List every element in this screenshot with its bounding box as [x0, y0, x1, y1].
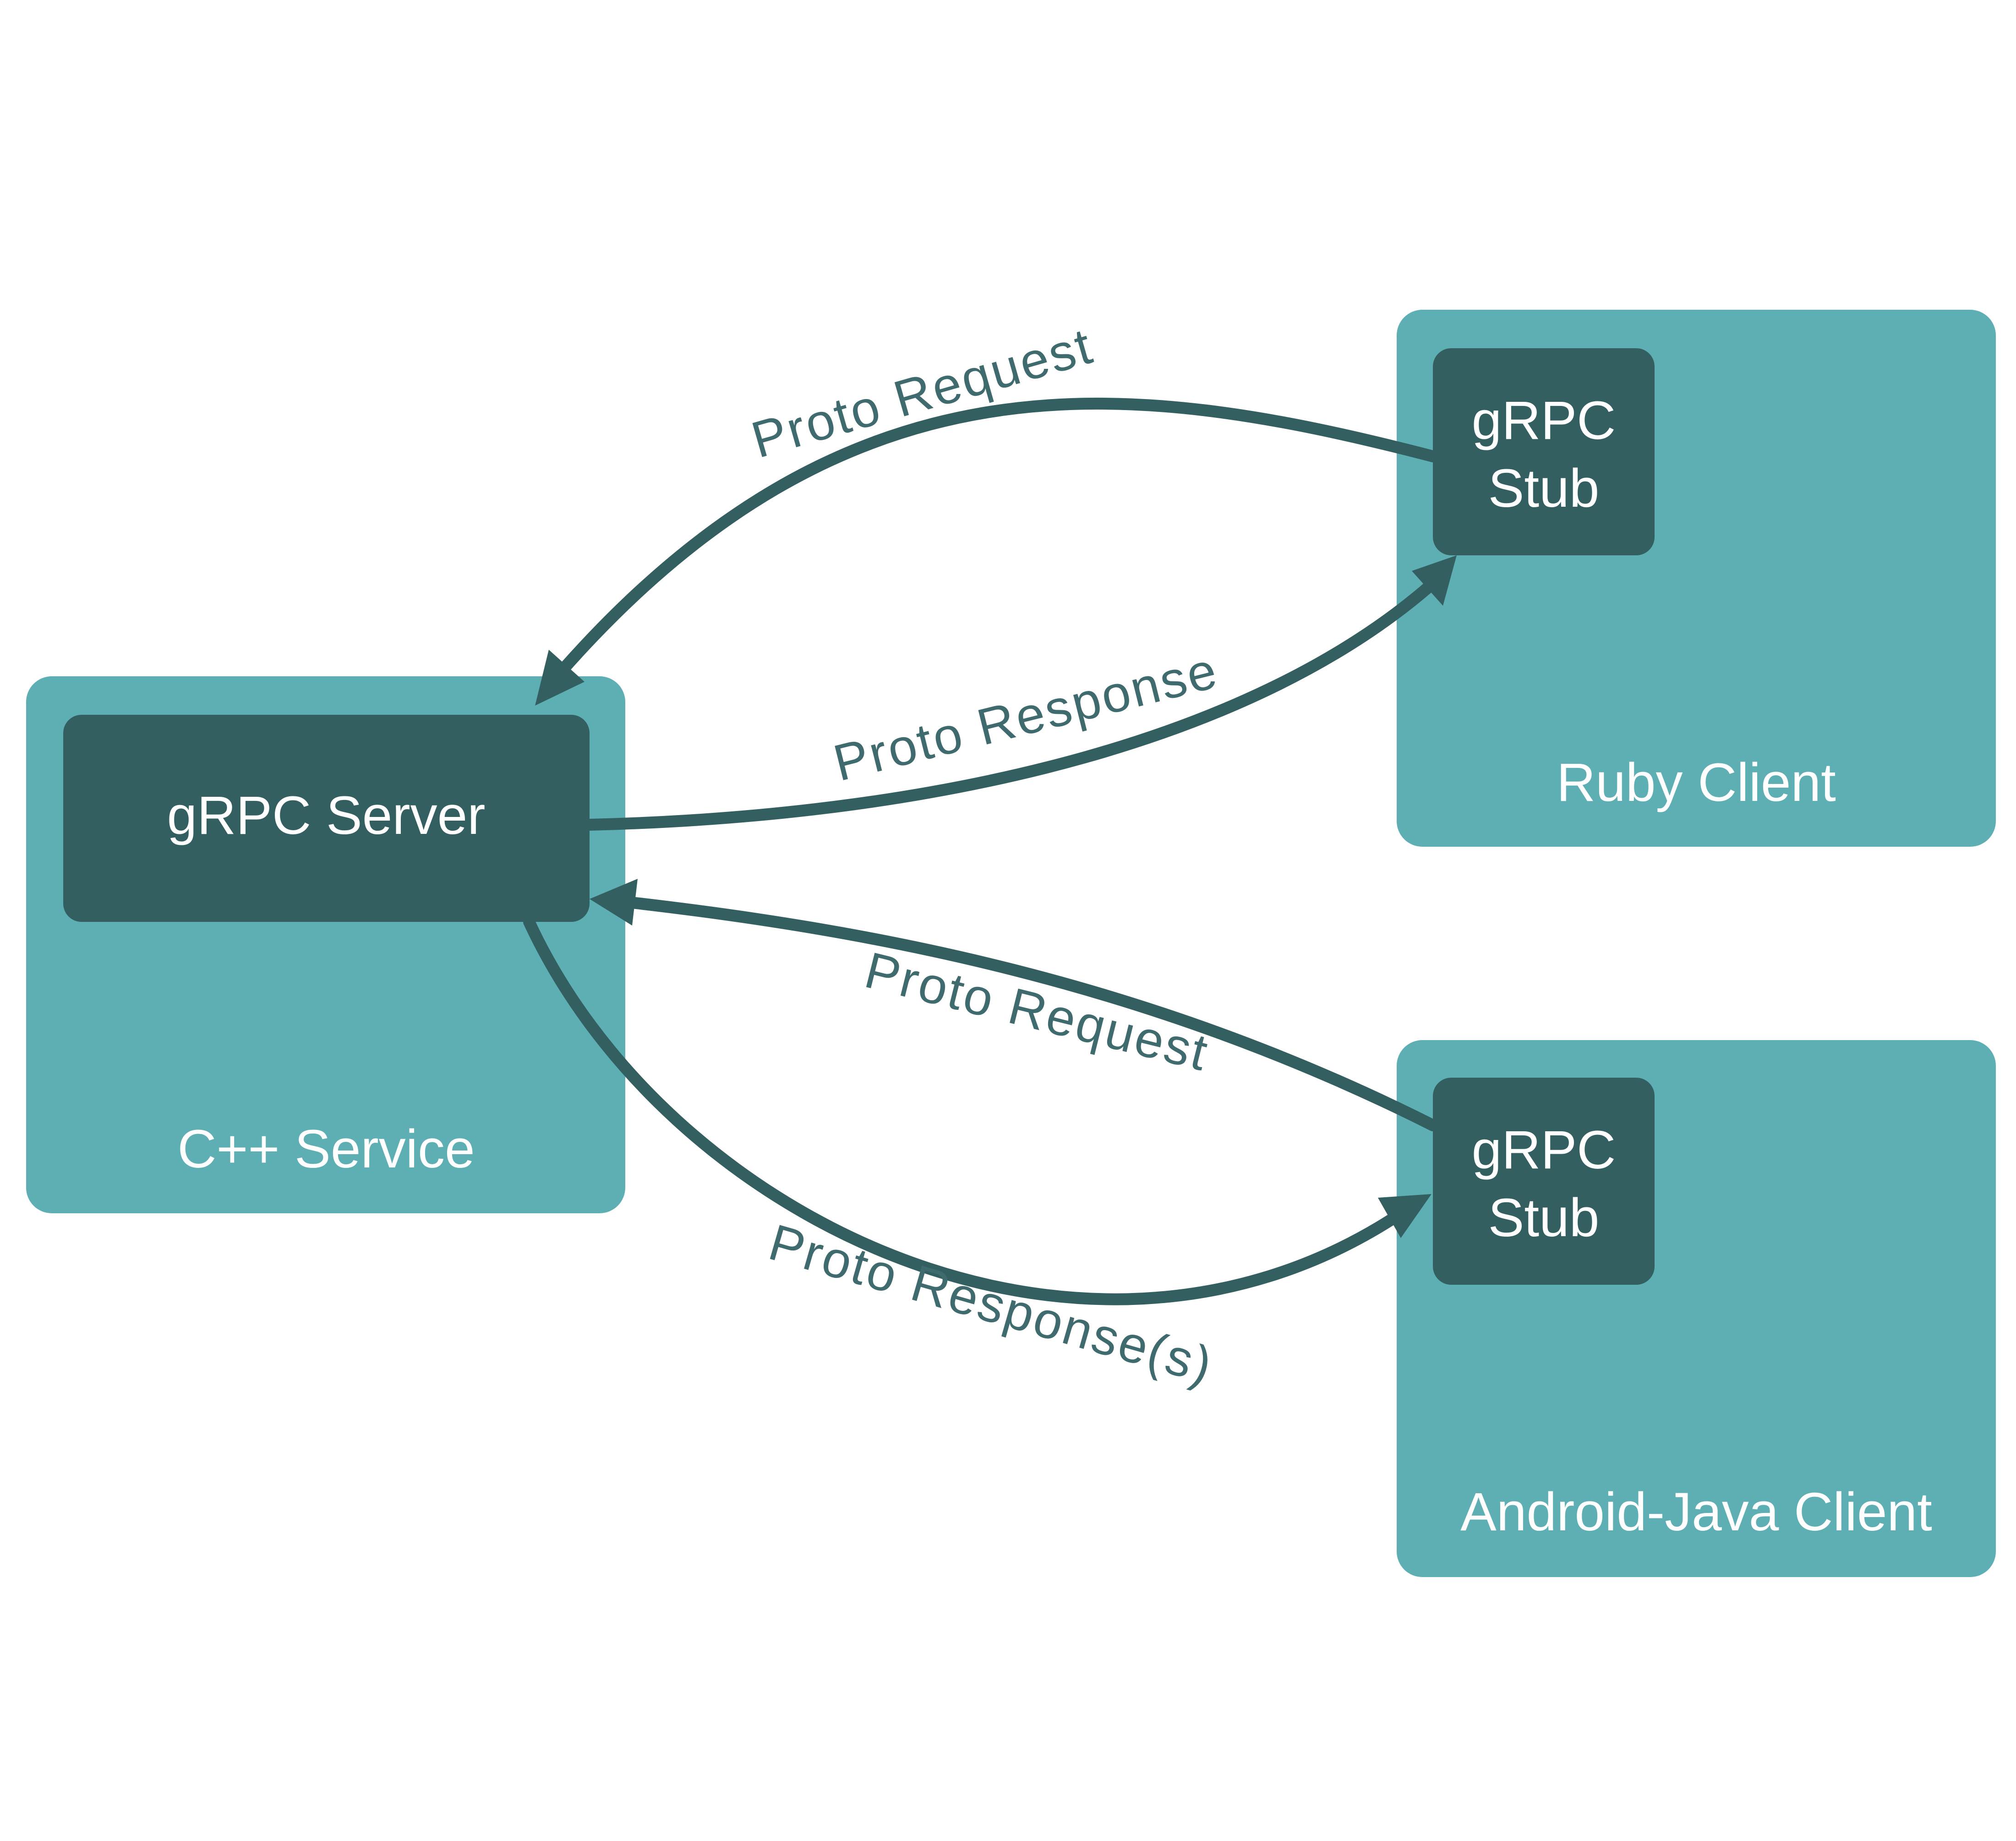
android-client-label: Android-Java Client: [1460, 1482, 1932, 1542]
android-stub-label-line1: gRPC: [1472, 1120, 1616, 1180]
ruby-response-arrow: [584, 555, 1457, 831]
ruby-client-node: gRPC Stub Ruby Client: [1397, 310, 1996, 847]
ruby-response-arrowhead: [1412, 555, 1457, 606]
ruby-request-line: [557, 397, 1439, 675]
android-response-arrowhead: [1378, 1194, 1431, 1238]
android-client-node: gRPC Stub Android-Java Client: [1397, 1040, 1996, 1577]
ruby-request-arrowhead: [535, 650, 585, 706]
ruby-stub-label-line2: Stub: [1488, 458, 1600, 519]
cpp-service-label: C++ Service: [177, 1119, 475, 1179]
android-request-line: [626, 897, 1439, 1131]
ruby-grpc-stub-box: [1433, 348, 1655, 555]
grpc-server-box: [63, 715, 590, 922]
android-request-arrowhead: [590, 879, 638, 926]
android-stub-label-line2: Stub: [1488, 1188, 1600, 1248]
ruby-request-arrow: [535, 397, 1439, 706]
ruby-request-edge-label: Proto Request: [745, 317, 1099, 469]
ruby-stub-label-line1: gRPC: [1472, 390, 1616, 451]
android-request-arrow: [590, 879, 1439, 1131]
cpp-service-node: gRPC Server C++ Service: [26, 676, 625, 1213]
ruby-response-line: [584, 581, 1435, 831]
grpc-server-label: gRPC Server: [167, 785, 485, 846]
ruby-client-label: Ruby Client: [1557, 752, 1836, 813]
android-response-line: [523, 916, 1399, 1305]
android-grpc-stub-box: [1433, 1078, 1655, 1285]
android-response-arrow: [523, 916, 1431, 1305]
